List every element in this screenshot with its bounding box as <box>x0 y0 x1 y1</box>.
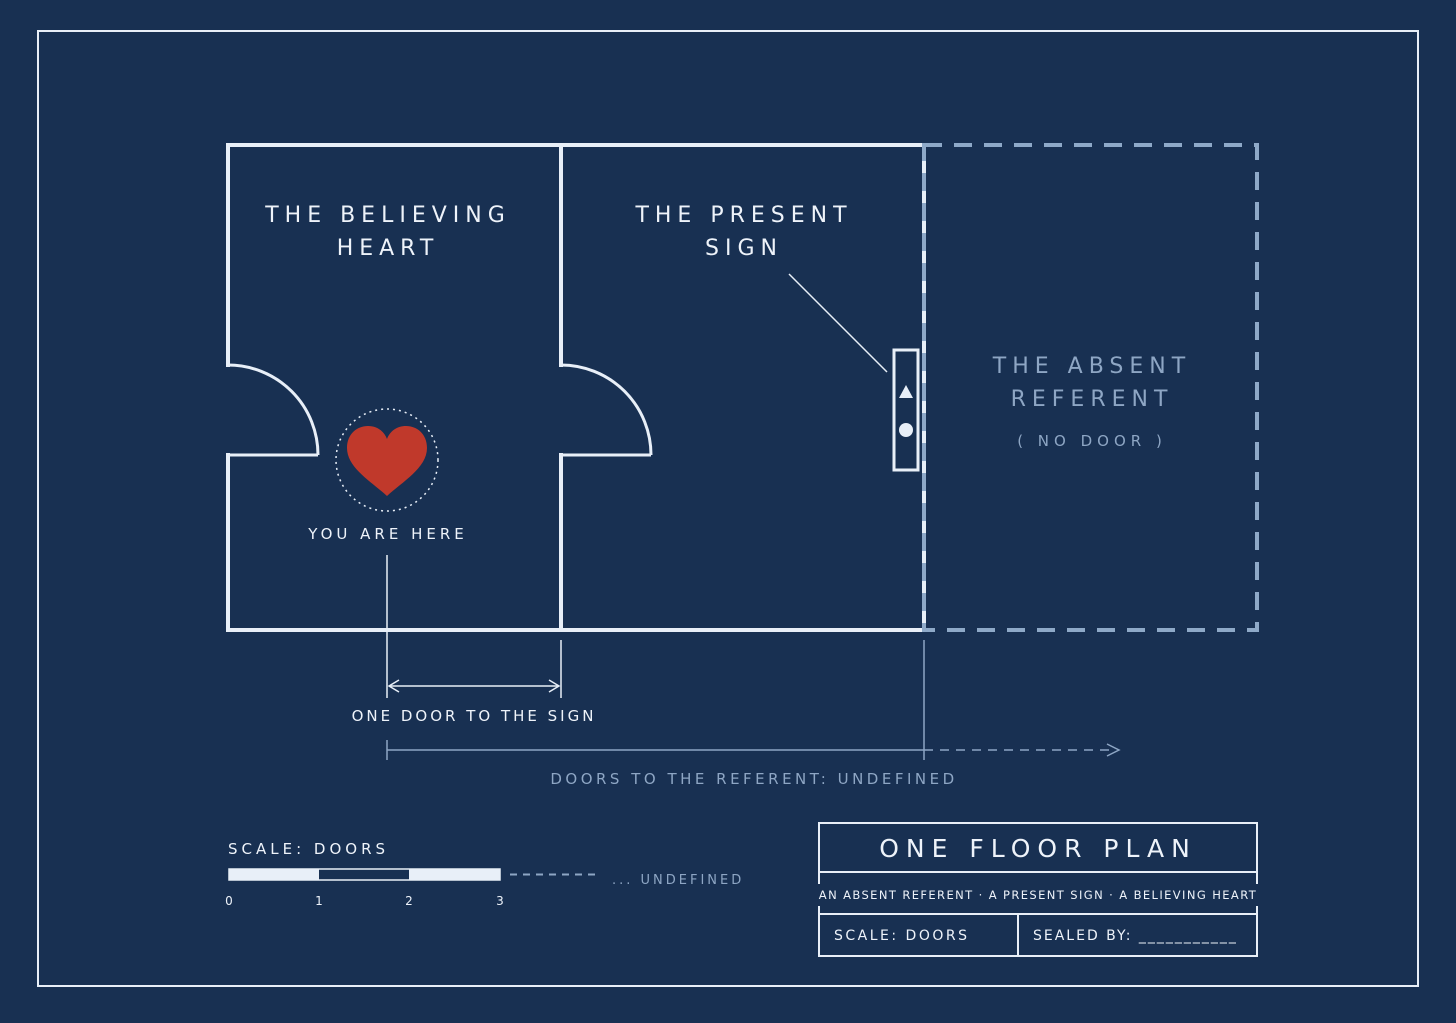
scale-bar <box>228 868 595 881</box>
subtitle-backdrop <box>796 884 1278 906</box>
room-label-absent-referent-1: THE ABSENT <box>992 354 1191 379</box>
title-block-title: ONE FLOOR PLAN <box>879 834 1197 863</box>
dimension-one-door-label: ONE DOOR TO THE SIGN <box>352 707 597 725</box>
no-door-note: ( NO DOOR ) <box>1017 432 1167 450</box>
door-left <box>227 363 320 457</box>
absent-referent-room <box>922 143 1259 632</box>
sign-plaque <box>892 348 920 472</box>
dimension-referent <box>386 640 1121 760</box>
scale-tick-1: 1 <box>315 894 323 908</box>
room-label-believing-heart-2: HEART <box>337 236 440 261</box>
title-block-sealed-by: SEALED BY: ___________ <box>1033 928 1238 944</box>
scale-tick-0: 0 <box>225 894 233 908</box>
dimension-referent-label: DOORS TO THE REFERENT: UNDEFINED <box>550 770 957 788</box>
heart-icon <box>347 426 427 496</box>
circle-icon <box>899 423 913 437</box>
room-label-present-sign-2: SIGN <box>705 236 783 261</box>
door-middle <box>560 363 653 457</box>
triangle-icon <box>899 385 913 398</box>
room-label-absent-referent-2: REFERENT <box>1011 387 1174 412</box>
sign-leader-line <box>788 273 888 373</box>
title-block-scale: SCALE: DOORS <box>834 928 970 944</box>
you-are-here-label: YOU ARE HERE <box>307 525 467 543</box>
scale-bar-title: SCALE: DOORS <box>228 840 389 858</box>
dimension-one-door <box>386 555 562 698</box>
scale-tick-3: 3 <box>496 894 504 908</box>
scale-tick-2: 2 <box>405 894 413 908</box>
room-label-believing-heart-1: THE BELIEVING <box>264 203 511 228</box>
page-frame <box>37 30 1419 987</box>
you-are-here-ring <box>335 408 439 512</box>
room-label-present-sign-1: THE PRESENT <box>634 203 852 228</box>
scale-undefined-label: ... UNDEFINED <box>612 873 744 888</box>
title-block-subtitle: AN ABSENT REFERENT · A PRESENT SIGN · A … <box>819 888 1257 902</box>
